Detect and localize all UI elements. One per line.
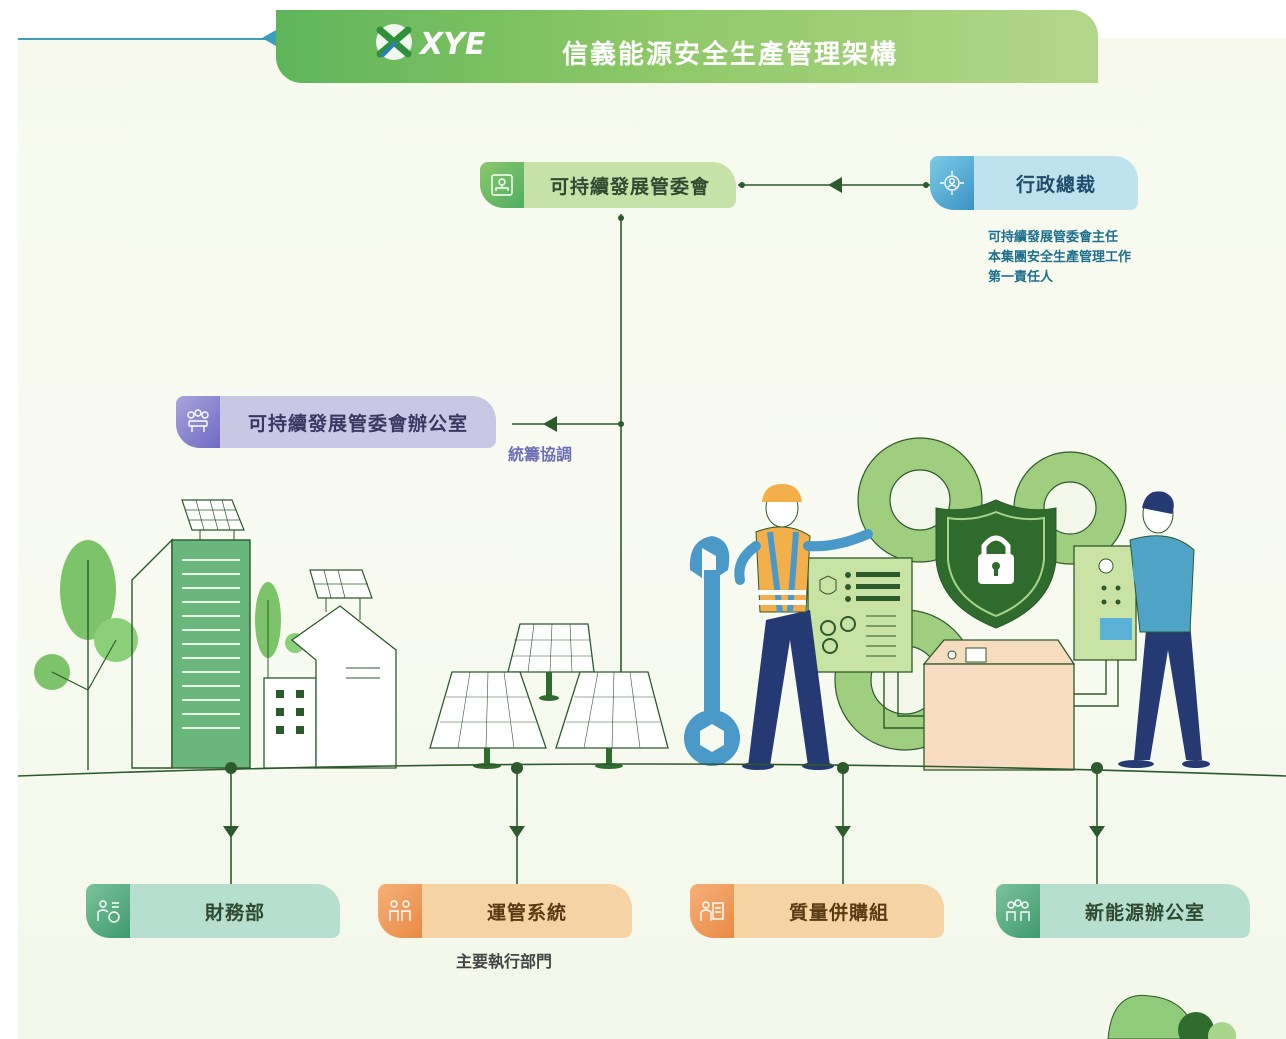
- wrench-icon: [704, 570, 720, 720]
- operations-label: 運管系統: [486, 901, 567, 924]
- page-title: 信義能源安全生產管理架構: [562, 40, 899, 70]
- office-building: [171, 539, 251, 769]
- new-energy-node: 新能源辦公室: [996, 884, 1250, 938]
- main-departments-caption: 主要執行部門: [456, 952, 553, 971]
- finance-node: 財務部: [86, 884, 340, 938]
- quality-icon: [690, 884, 734, 938]
- president-note-line: 第一責任人: [988, 270, 1054, 285]
- executive-icon: [930, 156, 974, 210]
- coordination-caption: 統籌協調: [508, 445, 573, 464]
- president-note: 可持續發展管委會主任 本集團安全生產管理工作 第一責任人: [988, 228, 1131, 288]
- supervisor-figure: [1118, 491, 1210, 768]
- president-node: 行政總裁: [930, 156, 1138, 210]
- president-label: 行政總裁: [1015, 173, 1096, 196]
- system-icon: [378, 884, 422, 938]
- meeting-icon: [176, 396, 220, 448]
- header-banner: [276, 10, 1098, 83]
- office-node: 可持續發展管委會辦公室: [176, 396, 496, 448]
- header-rule: [18, 38, 268, 40]
- org-chart-icon: [480, 162, 524, 208]
- xye-logo: XYE: [376, 24, 486, 62]
- finance-label: 財務部: [204, 901, 265, 924]
- solar-panel-icon: [429, 623, 669, 749]
- operations-node: 運管系統: [378, 884, 632, 938]
- new-energy-icon: [996, 884, 1040, 938]
- arrow-left: [828, 177, 842, 193]
- quality-label: 質量併購組: [788, 901, 889, 924]
- worker-figure: [684, 484, 873, 770]
- president-note-line: 本集團安全生產管理工作: [988, 250, 1132, 265]
- finance-icon: [86, 884, 130, 938]
- lock-icon: [978, 535, 1014, 584]
- committee-node: 可持續發展管委會: [480, 162, 736, 208]
- committee-label: 可持續發展管委會: [549, 175, 710, 198]
- arrow-left: [543, 416, 557, 432]
- new-energy-label: 新能源辦公室: [1084, 901, 1205, 924]
- president-note-line: 可持續發展管委會主任: [988, 230, 1119, 245]
- equipment-box: [923, 663, 1075, 771]
- quality-node: 質量併購組: [690, 884, 944, 938]
- office-label: 可持續發展管委會辦公室: [247, 412, 468, 435]
- solar-panel-icon: [181, 499, 245, 531]
- banner-tab: [262, 30, 276, 46]
- logo-text: XYE: [418, 27, 486, 62]
